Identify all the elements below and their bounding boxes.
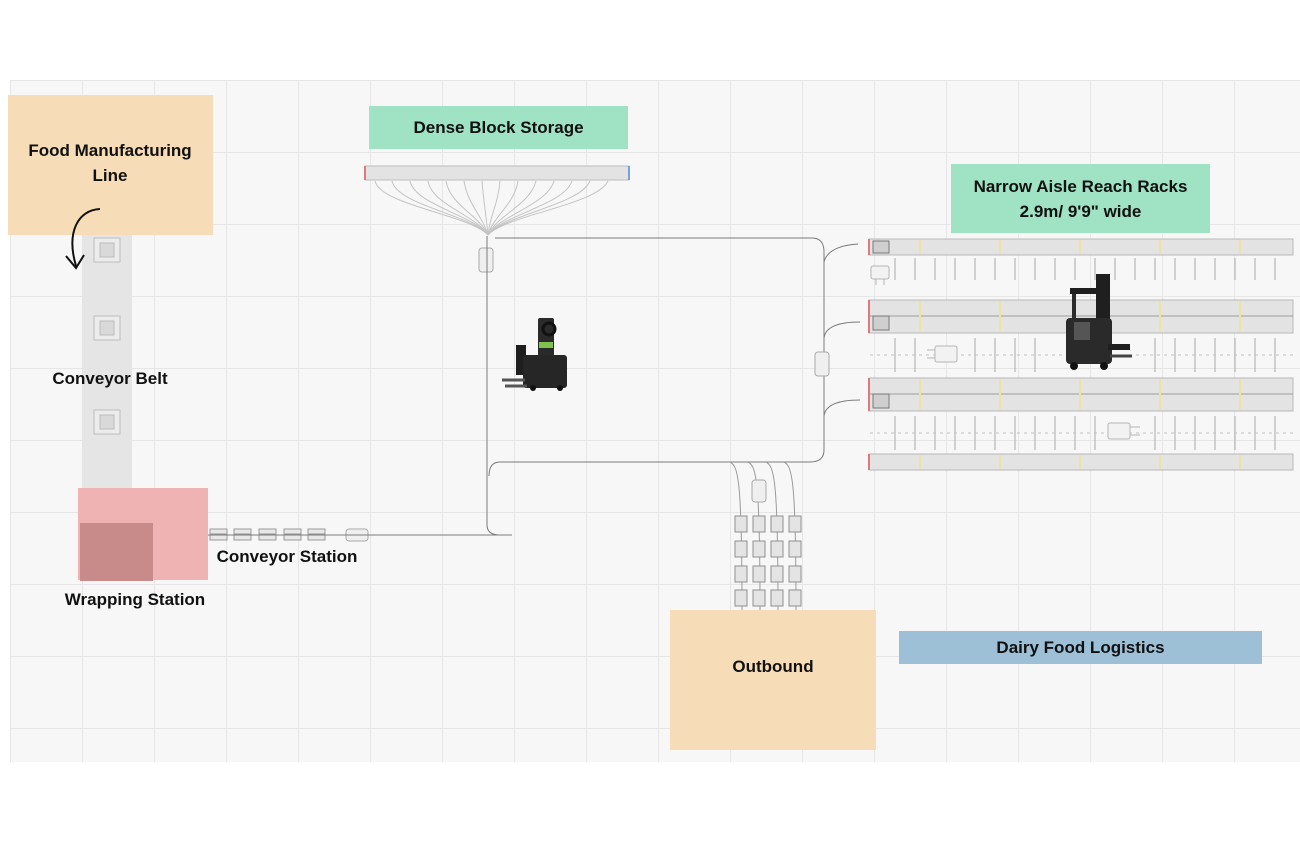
conveyor-belt-label: Conveyor Belt [52, 369, 168, 388]
route-pickup-icon [814, 351, 830, 377]
dense-block-fan-lines [374, 180, 609, 236]
food-manufacturing-label: Food Manufacturing Line [28, 141, 192, 185]
dense-block-storage-label: Dense Block Storage [413, 118, 584, 137]
dense-block-rail [364, 165, 630, 181]
wrapping-station-label: Wrapping Station [64, 590, 206, 609]
agv-route [208, 236, 861, 536]
outbound-pallet-grid [734, 515, 802, 607]
dense-block-storage-tag: Dense Block Storage [369, 106, 628, 149]
dense-block-pickup-icon [478, 247, 494, 273]
rack-yellow-marks [919, 240, 1241, 469]
autonomous-forklift-icon [502, 318, 567, 391]
reach-truck-ghost-icon [870, 265, 1140, 440]
rack-aisle-ticks [894, 258, 1276, 450]
pallet-icon [93, 315, 121, 341]
narrow-aisle-width: 2.9m/ 9'9" wide [1019, 201, 1142, 221]
conveyor-belt-pallets [93, 237, 121, 435]
conveyor-belt-track [82, 235, 132, 490]
outbound-label: Outbound [732, 657, 814, 676]
wrapping-station-inner [80, 523, 153, 581]
narrow-aisle-tag: Narrow Aisle Reach Racks 2.9m/ 9'9" wide [951, 164, 1210, 233]
rack-end-markers [872, 240, 890, 409]
reach-truck-icon [1066, 274, 1132, 370]
curved-arrow-icon [65, 208, 101, 270]
conveyor-station-label: Conveyor Station [216, 547, 358, 566]
dairy-food-logistics-label: Dairy Food Logistics [996, 638, 1165, 657]
food-manufacturing-zone [8, 95, 213, 235]
outbound-zone [670, 610, 876, 750]
dairy-food-logistics-tag: Dairy Food Logistics [899, 631, 1262, 664]
narrow-aisle-title: Narrow Aisle Reach Racks [973, 176, 1188, 196]
outbound-pickup-icon [751, 479, 767, 503]
